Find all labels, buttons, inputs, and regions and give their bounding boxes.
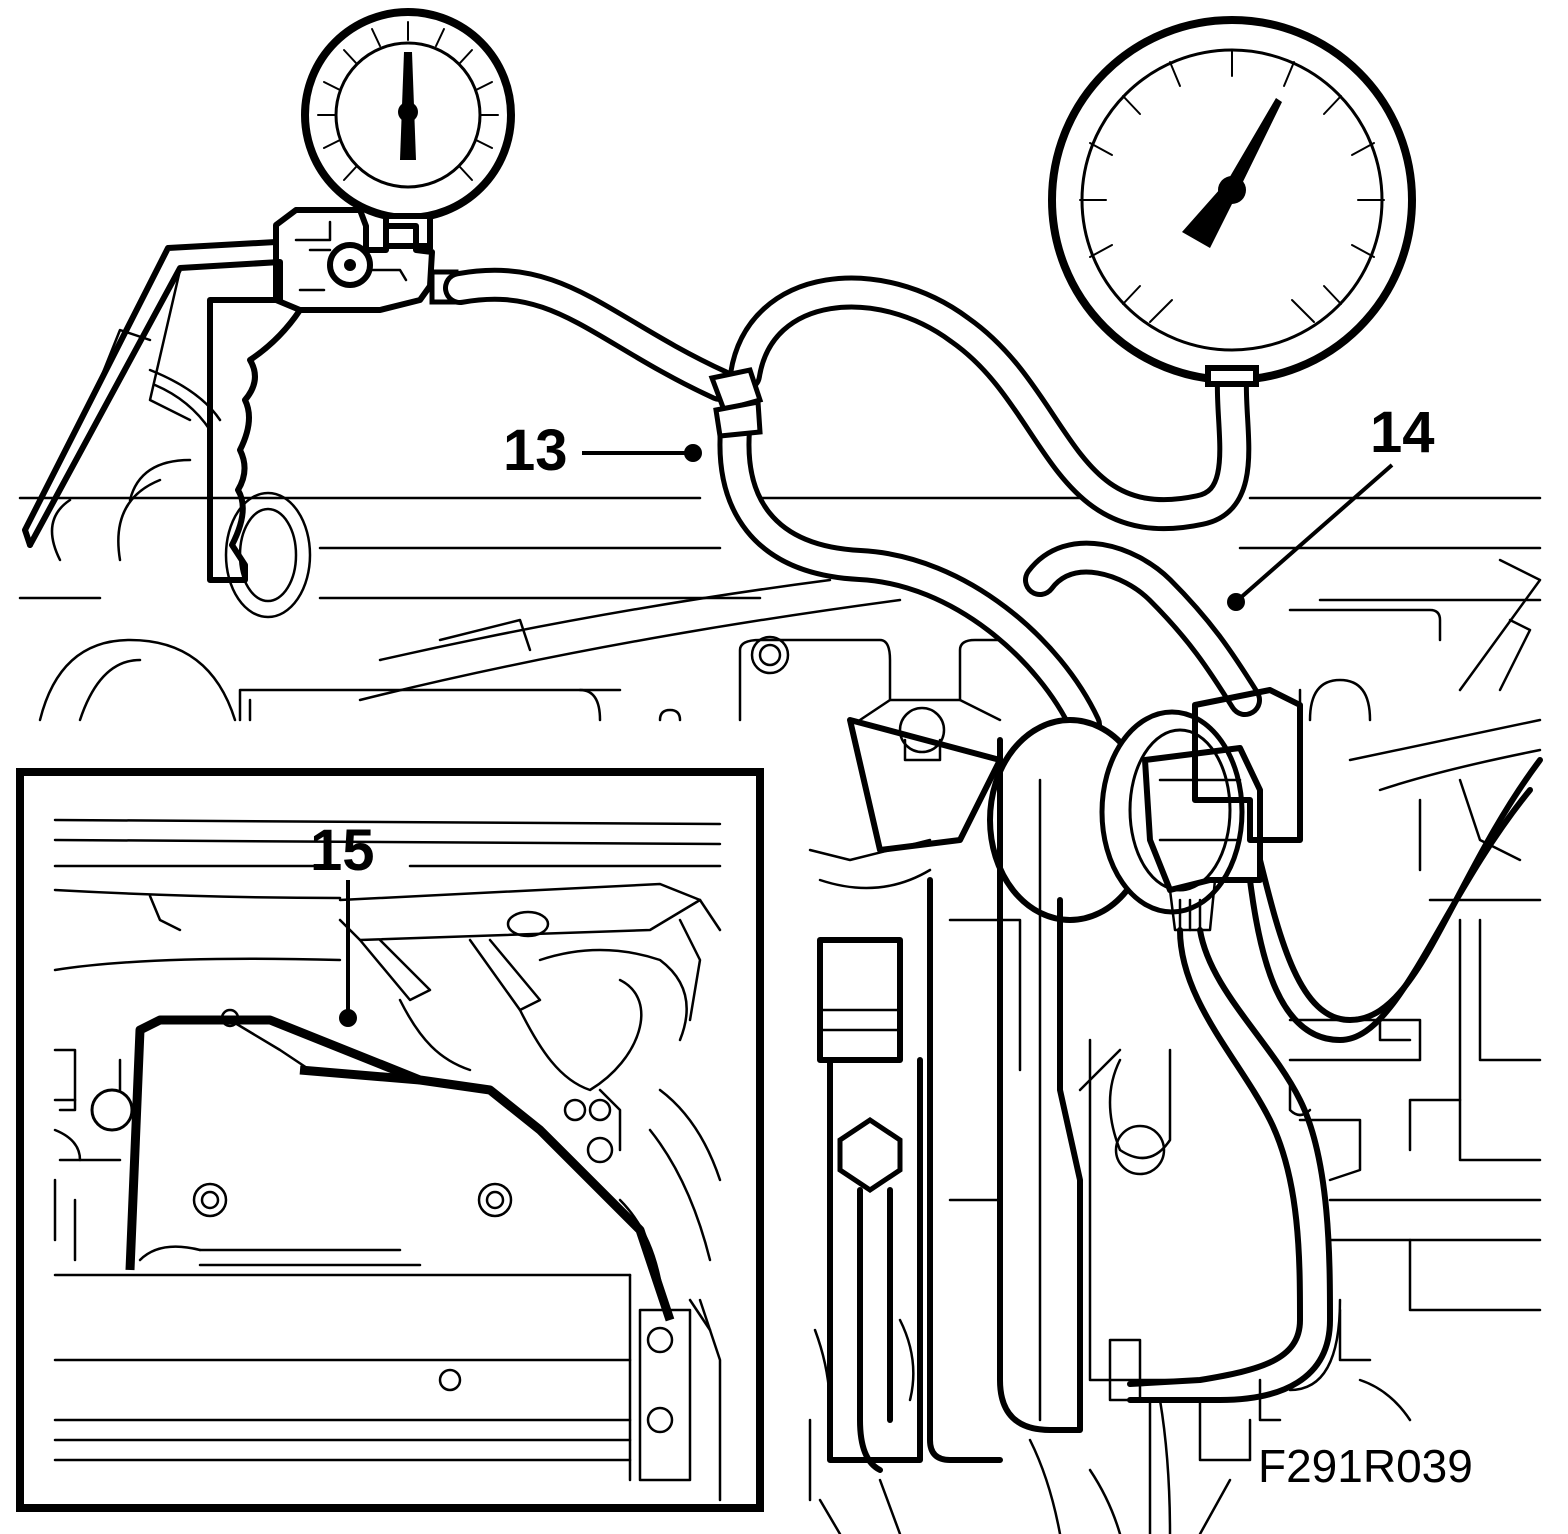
intake-bracket [22,239,312,619]
pressure-gauge-right [1048,16,1416,387]
callout-13: 13 [503,418,702,483]
callout-15: 15 [310,818,375,1027]
callout-14-label: 14 [1370,400,1435,465]
background-engine-lines [18,496,1542,732]
callout-15-label: 15 [310,818,375,883]
callout-14: 14 [1227,400,1435,611]
test-hose-14 [1023,540,1262,717]
inset-detail [16,768,764,1512]
valve-block [273,207,459,313]
test-hose-13 [443,267,1252,742]
callout-13-label: 13 [503,418,568,483]
engine-lower-right [808,687,1543,1534]
figure-code: F291R039 [1258,1440,1473,1492]
pressure-gauge-left [301,8,515,249]
